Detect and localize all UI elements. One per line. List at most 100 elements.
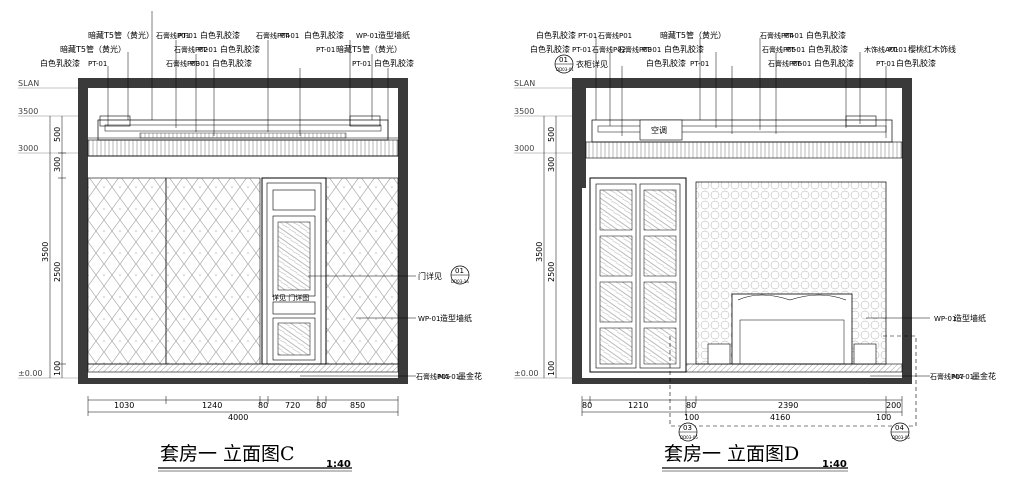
svg-text:DD03-1a: DD03-1a: [451, 279, 469, 284]
label-t5-yellow-1: 暗藏T5管（黄光）: [88, 30, 154, 40]
door: 详见 门详图: [261, 177, 327, 365]
svg-text:PT-01: PT-01: [352, 60, 371, 68]
section-ref-03: 03 DD03-05: [678, 422, 698, 442]
svg-text:100: 100: [684, 413, 699, 422]
svg-text:石膏线P06: 石膏线P06: [768, 59, 803, 68]
svg-text:SLAN: SLAN: [514, 79, 535, 88]
svg-text:1240: 1240: [202, 401, 222, 410]
svg-text:±0.00: ±0.00: [514, 369, 539, 378]
svg-text:石膏线P01: 石膏线P01: [156, 31, 190, 40]
svg-text:PT-01: PT-01: [876, 60, 895, 68]
svg-text:石膏线P01: 石膏线P01: [598, 31, 632, 40]
svg-text:3500: 3500: [41, 242, 50, 262]
wallpaper-panel: [165, 177, 261, 365]
svg-text:墨金花: 墨金花: [458, 371, 482, 381]
svg-text:白色乳胶漆: 白色乳胶漆: [212, 58, 252, 68]
svg-text:石膏线P03: 石膏线P03: [618, 45, 652, 54]
svg-text:樱桃红木饰线: 樱桃红木饰线: [908, 44, 956, 54]
svg-text:80: 80: [258, 401, 268, 410]
svg-text:白色乳胶漆: 白色乳胶漆: [530, 44, 570, 54]
svg-text:白色乳胶漆: 白色乳胶漆: [220, 44, 260, 54]
svg-text:04: 04: [895, 424, 904, 432]
wardrobe: [589, 177, 687, 373]
svg-text:墨金花: 墨金花: [972, 371, 996, 381]
svg-text:造型墙纸: 造型墙纸: [378, 30, 410, 40]
svg-text:300: 300: [53, 157, 62, 172]
svg-text:PT-01: PT-01: [784, 32, 803, 40]
svg-text:80: 80: [316, 401, 326, 410]
section-ref-04: 04 DD03-05: [890, 422, 910, 442]
svg-text:PT-01: PT-01: [316, 46, 335, 54]
svg-text:100: 100: [876, 413, 891, 422]
svg-text:门详见: 门详见: [418, 271, 442, 281]
level-marks: SLAN 3500 3000 ±0.00: [514, 79, 572, 379]
svg-text:3500: 3500: [18, 107, 38, 116]
svg-text:石膏线P05: 石膏线P05: [416, 372, 450, 381]
svg-text:500: 500: [547, 127, 556, 142]
svg-text:白色乳胶漆: 白色乳胶漆: [808, 44, 848, 54]
svg-text:3500: 3500: [514, 107, 534, 116]
svg-text:200: 200: [886, 401, 901, 410]
leader-lines: [595, 38, 930, 377]
svg-text:01: 01: [455, 267, 464, 275]
horizontal-dims: [87, 396, 399, 416]
svg-text:DD03-01: DD03-01: [556, 67, 574, 72]
svg-text:300: 300: [547, 157, 556, 172]
svg-text:3000: 3000: [514, 144, 534, 153]
svg-text:白色乳胶漆: 白色乳胶漆: [536, 30, 576, 40]
svg-text:03: 03: [683, 424, 692, 432]
svg-text:1210: 1210: [628, 401, 648, 410]
svg-text:DD03-05: DD03-05: [892, 435, 910, 440]
svg-text:白色乳胶漆: 白色乳胶漆: [896, 58, 936, 68]
svg-text:500: 500: [53, 127, 62, 142]
svg-text:石膏线P07: 石膏线P07: [930, 372, 964, 381]
svg-text:MA-01: MA-01: [952, 373, 974, 381]
svg-text:造型墙纸: 造型墙纸: [954, 313, 986, 323]
svg-text:01: 01: [559, 56, 568, 64]
svg-text:PT-01: PT-01: [190, 60, 209, 68]
svg-text:100: 100: [547, 361, 556, 376]
svg-text:暗藏T5管（黄光）: 暗藏T5管（黄光）: [660, 30, 726, 40]
svg-text:PT-01: PT-01: [642, 46, 661, 54]
svg-text:石膏线P04: 石膏线P04: [760, 31, 795, 40]
elevation-d: 空调: [514, 30, 996, 472]
svg-text:PT-01: PT-01: [792, 60, 811, 68]
svg-text:PT-01: PT-01: [88, 60, 107, 68]
svg-text:2500: 2500: [53, 262, 62, 282]
svg-text:80: 80: [582, 401, 592, 410]
svg-text:4000: 4000: [228, 413, 248, 422]
svg-text:白色乳胶漆: 白色乳胶漆: [806, 30, 846, 40]
svg-text:PT-01: PT-01: [572, 46, 591, 54]
drawing-title-d: 套房一 立面图D: [664, 443, 799, 465]
svg-text:1030: 1030: [114, 401, 134, 410]
svg-text:720: 720: [285, 401, 300, 410]
vertical-dims: [543, 116, 557, 378]
svg-text:80: 80: [686, 401, 696, 410]
svg-text:白色乳胶漆: 白色乳胶漆: [646, 58, 686, 68]
label-t5-yellow-2: 暗藏T5管（黄光）: [60, 44, 126, 54]
svg-text:PT-01: PT-01: [786, 46, 805, 54]
svg-text:石膏线P02: 石膏线P02: [174, 45, 208, 54]
svg-text:WP-01: WP-01: [418, 315, 440, 323]
svg-text:2390: 2390: [778, 401, 798, 410]
svg-text:PT-01: PT-01: [888, 46, 907, 54]
svg-text:PT-01: PT-01: [198, 46, 217, 54]
svg-text:3000: 3000: [18, 144, 38, 153]
bed: [707, 293, 877, 365]
svg-text:造型墙纸: 造型墙纸: [440, 313, 472, 323]
svg-text:白色乳胶漆: 白色乳胶漆: [304, 30, 344, 40]
scale-d: 1:40: [822, 459, 847, 470]
svg-text:3500: 3500: [535, 242, 544, 262]
svg-text:木饰线A01: 木饰线A01: [864, 45, 899, 54]
svg-text:WP-01: WP-01: [934, 315, 956, 323]
skirting: [685, 363, 903, 373]
svg-text:DD03-05: DD03-05: [680, 435, 698, 440]
elevation-c: 详见 门详图 SLAN 3500 3000 ±0.00 500 300 2500…: [18, 11, 482, 472]
skirting: [87, 363, 399, 373]
svg-text:白色乳胶漆: 白色乳胶漆: [200, 30, 240, 40]
drawing-title-c: 套房一 立面图C: [160, 443, 295, 465]
svg-text:石膏线P05: 石膏线P05: [762, 45, 796, 54]
svg-text:衣柜详见: 衣柜详见: [576, 59, 608, 69]
svg-text:SLAN: SLAN: [18, 79, 39, 88]
